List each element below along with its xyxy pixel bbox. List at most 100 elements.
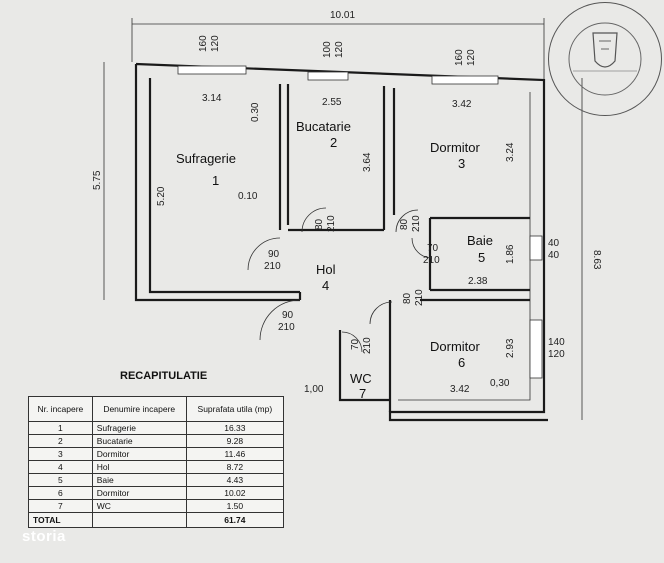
- table-row: 1 Sufragerie 16.33: [28, 421, 285, 435]
- wall-sufragerie-bucatarie: [278, 84, 290, 230]
- dim-bucatarie-width: 2.55: [322, 97, 342, 108]
- dim-door-sufragerie-top: 90: [268, 249, 280, 260]
- dim-wall-030-top: 0.30: [250, 102, 261, 122]
- dim-window-dormitor6-bottom: 120: [548, 349, 565, 360]
- dim-window-1-bottom: 120: [210, 35, 221, 52]
- dim-wc-width: 1,00: [304, 384, 324, 395]
- dim-wall-030-bottom: 0,30: [490, 378, 510, 389]
- dim-door-bucatarie-top: 80: [314, 218, 325, 230]
- recap-cell-area: 11.46: [185, 447, 285, 461]
- table-row: 7 WC 1.50: [28, 499, 285, 513]
- recap-cell-name: Dormitor: [91, 447, 187, 461]
- room-baie-num: 5: [478, 250, 485, 265]
- recap-cell-area: 16.33: [185, 421, 285, 435]
- recap-total-row: TOTAL 61.74: [28, 512, 285, 528]
- room-sufragerie-num: 1: [212, 173, 219, 188]
- dim-total-height-left: 5.75: [92, 170, 103, 190]
- recap-cell-nr: 7: [28, 499, 93, 513]
- stamp-seal-icon: [568, 22, 642, 96]
- dim-door-dormitor3-top: 80: [399, 218, 410, 230]
- dim-baie-width: 2.38: [468, 276, 488, 287]
- room-wc-name: WC: [350, 371, 372, 386]
- table-row: 2 Bucatarie 9.28: [28, 434, 285, 448]
- dim-window-2-bottom: 120: [334, 41, 345, 58]
- dim-baie-height: 1.86: [505, 244, 516, 264]
- dim-window-3-top: 160: [454, 49, 465, 66]
- dim-total-height-right: 8.63: [591, 250, 602, 270]
- door-swing-bucatarie: [301, 207, 327, 233]
- recap-cell-nr: 1: [28, 421, 93, 435]
- wall-wc: [298, 292, 390, 402]
- recap-cell-name: WC: [91, 499, 187, 513]
- dim-dormitor3-height: 3.24: [505, 142, 516, 162]
- storia-watermark: storia: [22, 528, 66, 545]
- inner-wall-left: [148, 78, 300, 294]
- window-dormitor6: [529, 319, 543, 379]
- cadastre-stamp: [548, 2, 662, 116]
- dim-door-baie-bottom: 210: [423, 255, 440, 266]
- dim-door-wc-top: 70: [350, 338, 361, 350]
- room-dormitor3-num: 3: [458, 156, 465, 171]
- recap-cell-area: 4.43: [185, 473, 285, 487]
- recap-total-value: 61.74: [185, 512, 285, 528]
- window-dormitor3: [431, 75, 499, 85]
- recap-cell-area: 10.02: [185, 486, 285, 500]
- dim-dormitor6-width: 3.42: [450, 384, 470, 395]
- room-hol-num: 4: [322, 278, 329, 293]
- table-row: 4 Hol 8.72: [28, 460, 285, 474]
- recap-header-denumire: Denumire incapere: [91, 396, 187, 422]
- dim-door-dormitor6-bottom: 210: [414, 289, 425, 306]
- dim-door-entry-top: 90: [282, 310, 294, 321]
- dim-door-entry-bottom: 210: [278, 322, 295, 333]
- table-row: 6 Dormitor 10.02: [28, 486, 285, 500]
- table-row: 3 Dormitor 11.46: [28, 447, 285, 461]
- dim-sufragerie-height: 5.20: [156, 186, 167, 206]
- dim-total-width: 10.01: [330, 10, 355, 21]
- recap-total-spacer: [91, 512, 187, 528]
- dim-door-bucatarie-bottom: 210: [326, 215, 337, 232]
- dim-door-dormitor6-top: 80: [402, 292, 413, 304]
- recap-cell-name: Hol: [91, 460, 187, 474]
- recap-table: Nr. incapere Denumire incapere Suprafata…: [28, 396, 285, 528]
- room-wc-num: 7: [359, 386, 366, 401]
- door-swing-dormitor6: [369, 301, 393, 325]
- dim-sufragerie-width: 3.14: [202, 93, 222, 104]
- dim-window-3-bottom: 120: [466, 49, 477, 66]
- recap-cell-name: Sufragerie: [91, 421, 187, 435]
- door-swing-sufragerie: [247, 237, 281, 271]
- room-hol-name: Hol: [316, 262, 336, 277]
- recap-cell-nr: 2: [28, 434, 93, 448]
- wall-bucatarie-dormitor3: [382, 86, 396, 230]
- window-baie: [529, 235, 543, 261]
- recap-cell-name: Dormitor: [91, 486, 187, 500]
- room-sufragerie-name: Sufragerie: [176, 151, 236, 166]
- dim-dormitor6-height: 2.93: [505, 338, 516, 358]
- dim-window-2-top: 100: [322, 41, 333, 58]
- dim-bucatarie-height: 3.64: [362, 152, 373, 172]
- room-dormitor6-num: 6: [458, 355, 465, 370]
- recap-cell-area: 1.50: [185, 499, 285, 513]
- recap-cell-nr: 4: [28, 460, 93, 474]
- recap-header-nr: Nr. incapere: [28, 396, 93, 422]
- recap-header-suprafata: Suprafata utila (mp): [185, 396, 285, 422]
- dim-door-dormitor3-bottom: 210: [411, 215, 422, 232]
- door-swing-dormitor3: [395, 209, 419, 233]
- door-swing-wc: [341, 331, 363, 353]
- table-row: 5 Baie 4.43: [28, 473, 285, 487]
- room-bucatarie-name: Bucatarie: [296, 119, 351, 134]
- recap-total-label: TOTAL: [28, 512, 93, 528]
- inner-wall-right: [398, 92, 531, 401]
- dim-window-1-top: 160: [198, 35, 209, 52]
- dim-window-dormitor6-top: 140: [548, 337, 565, 348]
- dim-window-baie-top: 40: [548, 238, 560, 249]
- dim-wall-010: 0.10: [238, 191, 258, 202]
- recap-cell-name: Baie: [91, 473, 187, 487]
- room-dormitor6-name: Dormitor: [430, 339, 481, 354]
- recap-cell-nr: 5: [28, 473, 93, 487]
- dim-door-wc-bottom: 210: [362, 337, 373, 354]
- room-dormitor3-name: Dormitor: [430, 140, 481, 155]
- dim-door-sufragerie-bottom: 210: [264, 261, 281, 272]
- recap-title: RECAPITULATIE: [120, 370, 208, 382]
- recap-header-row: Nr. incapere Denumire incapere Suprafata…: [28, 396, 285, 422]
